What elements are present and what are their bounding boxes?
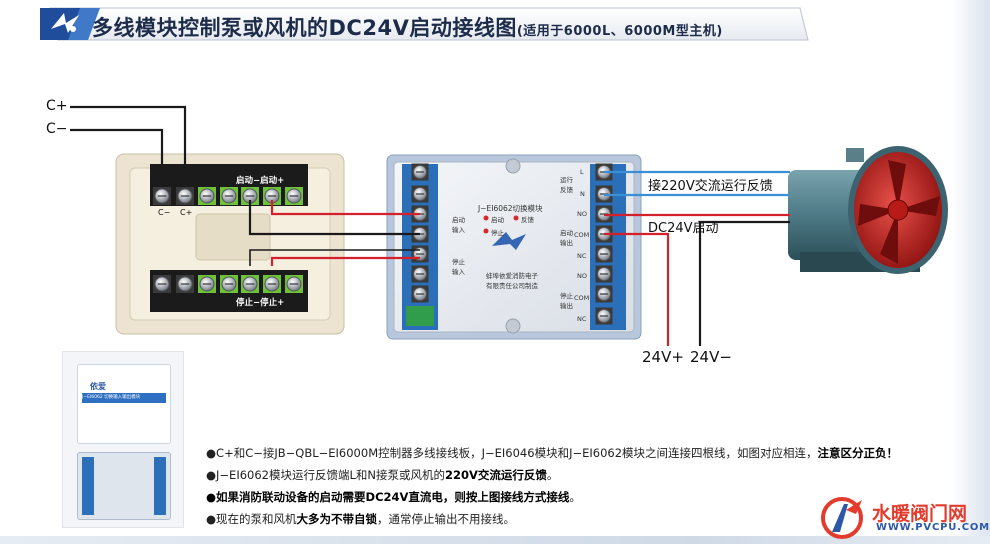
- module-name: J−EI6062切换模块: [478, 204, 543, 213]
- note-text-end: 。: [569, 490, 581, 504]
- label-24v-plus: 24V+: [642, 348, 684, 366]
- pin-no-start: NO: [577, 210, 587, 218]
- thumb-front-cover: 依爱 J−EI6062 切换输入输出模块: [77, 364, 171, 444]
- note-emphasis: ●如果消防联动设备的启动需要DC24V直流电，则按上图接线方式接线: [206, 490, 570, 504]
- note-emphasis: 注意区分正负！: [817, 446, 899, 460]
- module-left-terminals: [411, 163, 429, 303]
- fan-motor: [788, 146, 948, 274]
- pin-nc-start: NC: [577, 252, 587, 260]
- pin-no-stop: NO: [577, 272, 587, 280]
- module-right-terminals: [595, 163, 613, 325]
- wire-stop-minus: [249, 249, 420, 266]
- label-24v-minus: 24V−: [690, 348, 732, 366]
- wire-stop-plus: [270, 256, 420, 266]
- pin-com-start: COM: [574, 231, 590, 239]
- watermark-logo-icon: [821, 497, 863, 539]
- company-line-1: 蚌埠依爱消防电子: [486, 272, 538, 280]
- note-emphasis: 大多为不带自锁: [296, 512, 378, 526]
- wire-c-minus: [70, 128, 164, 172]
- bottom-decoration: [0, 536, 990, 544]
- label-c-minus: C−: [46, 121, 68, 137]
- note-text: ●C+和C−接JB−QBL−EI6000M控制器多线接线板，J−EI6046模块…: [206, 446, 818, 460]
- label-feedback: 接220V交流运行反馈: [648, 179, 773, 194]
- board-c-plus: C+: [180, 208, 193, 217]
- note-text: ●J−EI6062模块运行反馈端L和N接泵或风机的: [206, 468, 445, 482]
- right-decoration: [952, 0, 990, 544]
- board-top-terminals: [153, 187, 303, 205]
- label-dc24-start: DC24V启动: [648, 221, 719, 236]
- page-title: 多线模块控制泵或风机的DC24V启动接线图(适用于6000L、6000M型主机): [92, 12, 723, 42]
- notes-list: ●C+和C−接JB−QBL−EI6000M控制器多线接线板，J−EI6046模块…: [206, 442, 966, 530]
- board-start-label: 启动−启动+: [236, 176, 285, 186]
- board-bottom-terminals: [153, 275, 303, 293]
- status-feedback: 反馈: [521, 216, 534, 224]
- note-item: ●现在的泵和风机大多为不带自锁，通常停止输出不用接线。: [206, 508, 966, 530]
- label-c-plus: C+: [46, 98, 68, 114]
- right-feedback-label: 运行反馈: [560, 176, 573, 194]
- title-suffix: (适用于6000L、6000M型主机): [516, 24, 723, 39]
- module-thumbnail: 依爱 J−EI6062 切换输入输出模块: [62, 351, 184, 528]
- board-c-minus: C−: [158, 208, 171, 217]
- note-emphasis: 220V交流运行反馈: [445, 468, 547, 482]
- left-start-label: 启动输入: [452, 216, 465, 234]
- thumb-model: J−EI6062 切换输入输出模块: [82, 393, 166, 403]
- watermark-url: WWW.PVCPU.COM: [876, 522, 990, 533]
- note-text-end: 。: [546, 468, 559, 482]
- title-main: 多线模块控制泵或风机的DC24V启动接线图: [92, 16, 517, 40]
- pin-n: N: [580, 190, 585, 198]
- pin-l: L: [580, 168, 584, 176]
- thumb-brand: 依爱: [90, 382, 106, 391]
- left-stop-label: 停止输入: [452, 258, 465, 276]
- wire-start-plus: [270, 200, 420, 216]
- thumb-open-module: [77, 452, 171, 520]
- wire-dc24-com: [604, 232, 670, 346]
- pin-nc-stop: NC: [577, 315, 587, 323]
- note-text: ●现在的泵和风机: [206, 512, 297, 526]
- company-line-2: 有限责任公司制造: [486, 282, 538, 290]
- logo-icon: [51, 13, 79, 33]
- wire-c-plus: [70, 105, 187, 172]
- wire-dc24-minus: [698, 220, 790, 346]
- terminal-board: [115, 153, 345, 335]
- status-start: 启动: [491, 216, 504, 224]
- note-text-end: ，通常停止输出不用接线。: [377, 512, 516, 526]
- pin-com-stop: COM: [574, 294, 590, 302]
- note-item: ●如果消防联动设备的启动需要DC24V直流电，则按上图接线方式接线。: [206, 486, 966, 508]
- wire-start-minus: [248, 200, 420, 236]
- wires: [70, 105, 790, 346]
- right-start-label: 启动输出: [560, 229, 573, 247]
- status-stop: 停止: [491, 229, 504, 237]
- board-stop-label: 停止−停止+: [236, 298, 285, 308]
- note-item: ●J−EI6062模块运行反馈端L和N接泵或风机的220V交流运行反馈。: [206, 464, 966, 486]
- right-stop-label: 停止输出: [560, 292, 573, 310]
- watermark-text: 水暖阀门网: [872, 503, 968, 525]
- note-item: ●C+和C−接JB−QBL−EI6000M控制器多线接线板，J−EI6046模块…: [206, 442, 966, 464]
